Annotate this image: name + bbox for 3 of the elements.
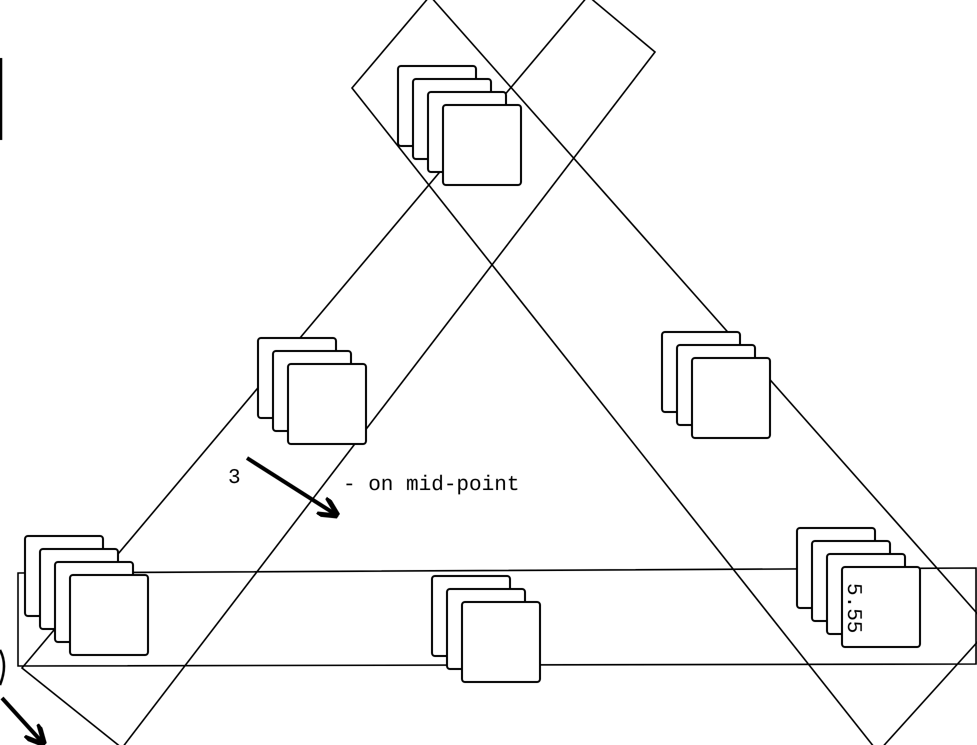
- callout-number: 3: [228, 468, 241, 489]
- card-value: 5.55: [842, 583, 863, 634]
- note-text: - on mid-point: [343, 475, 520, 496]
